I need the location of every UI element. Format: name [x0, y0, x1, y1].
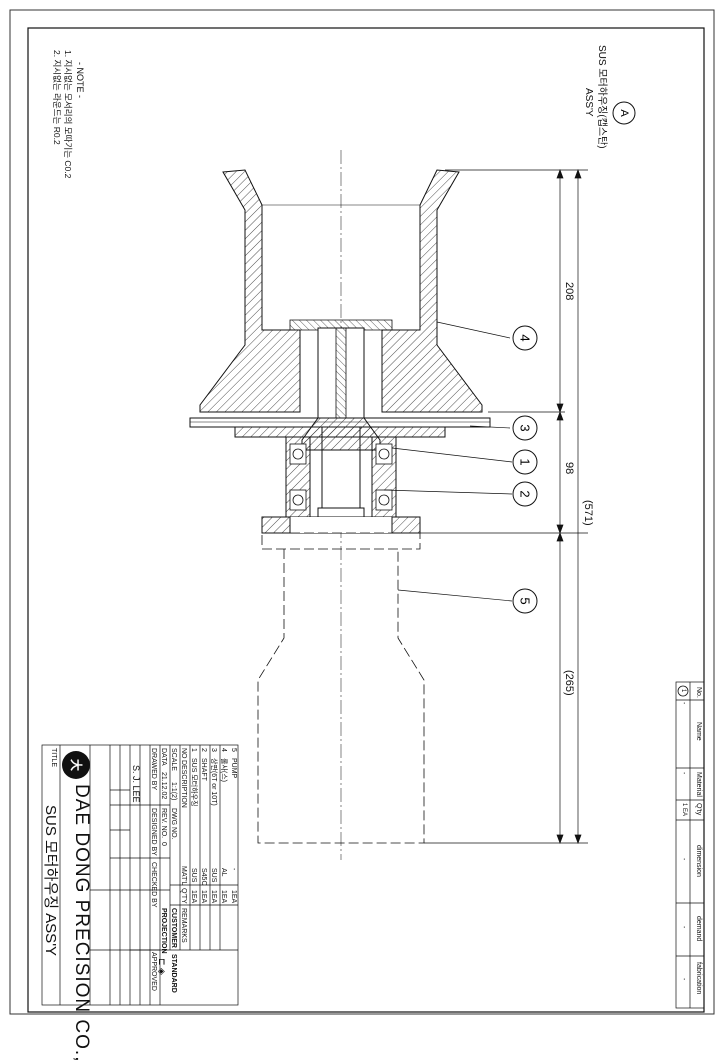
tb-designed-by-label: DESIGNED BY	[150, 808, 157, 856]
balloon-5-label: 5	[518, 597, 533, 604]
part-1-qty: 1EA	[190, 890, 197, 904]
tb-projection-label: PROJECTION	[160, 908, 167, 954]
part-1-description: SUS 모터하우징	[190, 758, 197, 807]
balloon-4: 4	[512, 325, 538, 351]
revision-no-circle	[677, 685, 689, 697]
rev-header-no: No.	[695, 687, 702, 698]
part-4-description: 롤사(스)	[220, 758, 227, 782]
balloon-1: 1	[512, 449, 538, 475]
tb-projection-symbol: ⊏ ◈	[157, 958, 167, 975]
rev-row-demand: -	[680, 926, 687, 929]
top-plate	[189, 417, 491, 451]
notes-heading: - NOTE -	[75, 62, 85, 98]
balloon-3: 3	[512, 415, 538, 441]
motor-housing	[261, 436, 421, 534]
tb-approved-label: APPROVED	[150, 952, 157, 991]
part-2-description: SHAFT	[200, 758, 207, 781]
svg-text:大: 大	[69, 759, 84, 771]
part-2-material: S45C	[200, 868, 207, 886]
assembly-drawing: 4 3 1 2 5 A	[9, 9, 715, 1015]
notes-line-1: 1. 지시없는 모서리의 모따기는 C0.2	[63, 50, 73, 179]
part-4-qty: 1EA	[220, 890, 227, 904]
balloon-5: 5	[512, 588, 538, 614]
rev-header-qty: Q'ty	[695, 803, 702, 816]
rev-header-fabrication: fabrication	[695, 962, 702, 995]
balloon-2-label: 2	[518, 490, 533, 497]
outer-border	[9, 9, 715, 1015]
title-block-grid	[41, 744, 239, 1006]
part-5-no: 5	[230, 748, 237, 752]
part-5-description: PUMP	[230, 758, 237, 779]
tb-dwg-no-label: DWG NO.	[170, 808, 177, 840]
tb-data-value: 21.12.02	[160, 772, 167, 800]
tb-checked-by-label: CHECKED BY	[150, 862, 157, 908]
part-5-qty: 1EA	[230, 890, 237, 904]
part-3-material: SUS	[210, 868, 217, 883]
part-3-description: 상판(6T or 10T)	[210, 758, 217, 806]
rev-row-name: -	[680, 702, 687, 705]
rev-header-demand: demand	[695, 916, 702, 942]
parts-header-description: DESCRIPTION	[180, 760, 187, 808]
balloon-2: 2	[512, 481, 538, 507]
tb-drawing-title: SUS 모터하우징 ASS'Y	[42, 805, 59, 957]
balloon-3-label: 3	[518, 424, 533, 431]
dimension-571: (571)	[582, 500, 594, 526]
tb-rev-no-value: 0	[160, 842, 167, 846]
tb-title-label: TITLE	[50, 748, 57, 768]
tb-customer-label: CUSTOMER	[170, 908, 177, 948]
parts-header-remarks: REMARKS	[180, 908, 187, 943]
capstan-drum	[199, 169, 483, 413]
inner-border	[27, 27, 705, 1013]
notes-line-2: 2. 지시없는 라운드는 R0.2	[52, 50, 62, 145]
leader-lines	[383, 321, 513, 602]
rev-header-dimension: dimension	[695, 845, 702, 877]
balloon-1-label: 1	[518, 458, 533, 465]
tb-drawer-name: S. J. LEE	[131, 765, 141, 803]
view-caption-line1: SUS 모터하우징(캡스탄)	[596, 45, 607, 149]
part-5-material: -	[230, 868, 237, 871]
tb-company-name: DAE DONG PRECISION CO.,	[71, 784, 92, 1062]
rev-row-dimension: -	[680, 858, 687, 861]
tb-standard-label: STANDARD	[170, 954, 177, 993]
part-2-no: 2	[200, 748, 207, 752]
rev-header-name: Name	[695, 722, 702, 741]
dimension-lines	[420, 169, 588, 844]
rev-row-no: 1	[680, 689, 686, 693]
view-caption-line2: ASS'Y	[583, 88, 594, 117]
parts-header-no: NO	[180, 748, 187, 759]
rev-header-material: Material	[695, 772, 702, 797]
part-3-qty: 1EA	[210, 890, 217, 904]
tb-drawn-by-label: DRAWED BY	[150, 748, 157, 791]
view-label-circle	[612, 101, 636, 125]
tb-data-label: DATA	[160, 748, 167, 766]
dimension-265: (265)	[563, 670, 575, 696]
rev-row-qty: 1 EA	[681, 803, 687, 817]
dimension-98: 98	[563, 462, 575, 475]
part-1-no: 1	[190, 748, 197, 752]
part-4-material: AL	[220, 868, 227, 877]
part-4-no: 4	[220, 748, 227, 752]
tb-rev-no-label: REV. NO.	[160, 808, 167, 839]
company-logo: 大	[62, 751, 90, 779]
part-2-qty: 1EA	[200, 890, 207, 904]
parts-header-material: MAT'L	[180, 866, 187, 886]
balloon-4-label: 4	[518, 334, 533, 341]
part-1-material: SUS	[190, 868, 197, 883]
part-3-no: 3	[210, 748, 217, 752]
rev-row-fabrication: -	[680, 978, 687, 981]
pump-outline	[257, 532, 425, 844]
parts-header-qty: Q'TY	[180, 888, 187, 904]
dimension-208: 208	[563, 282, 575, 301]
tb-scale-value: 1:1(2)	[170, 782, 177, 801]
rev-row-material: -	[680, 772, 687, 775]
view-label-letter: A	[618, 109, 630, 117]
tb-scale-label: SCALE	[170, 748, 177, 771]
revision-table-grid	[675, 681, 705, 1009]
drawing-sheet: 4 3 1 2 5 A	[9, 9, 715, 1062]
